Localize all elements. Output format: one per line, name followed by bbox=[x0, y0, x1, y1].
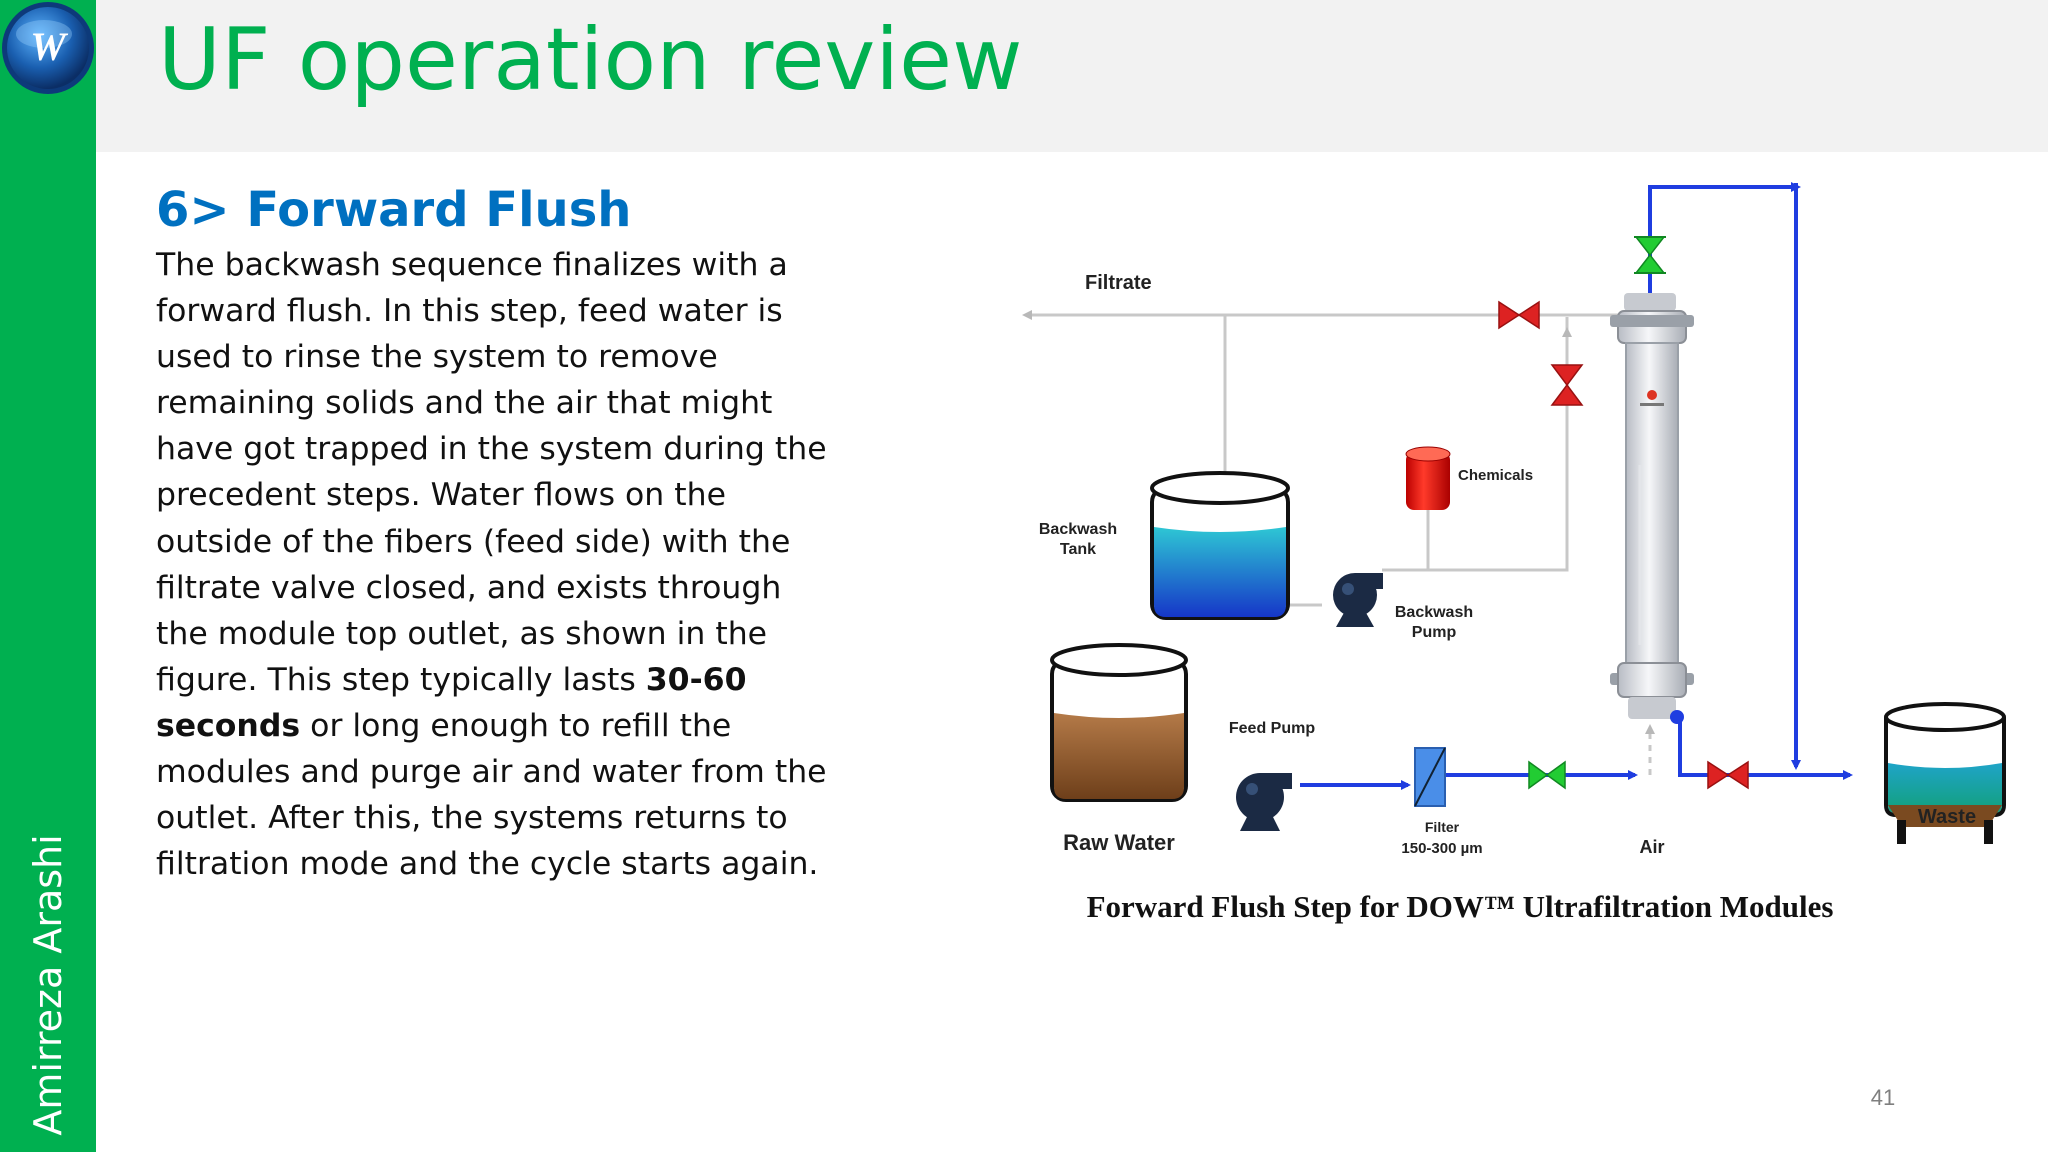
raw-water-label: Raw Water bbox=[1063, 830, 1175, 855]
valve-filtrate-closed bbox=[1498, 300, 1540, 330]
section-body: The backwash sequence finalizes with a f… bbox=[156, 242, 836, 887]
left-sidebar bbox=[0, 0, 96, 1152]
waste-vessel bbox=[1886, 621, 2004, 713]
backwash-tank-label-1: Backwash bbox=[1039, 521, 1117, 538]
title-band bbox=[96, 0, 2048, 152]
filter-label-2: 150-300 µm bbox=[1401, 840, 1482, 857]
chemicals-label: Chemicals bbox=[1458, 467, 1533, 484]
valve-module-top-open bbox=[1634, 236, 1666, 274]
feed-pump-icon bbox=[1236, 773, 1292, 831]
valve-backwash-closed bbox=[1550, 364, 1584, 406]
company-logo: W bbox=[2, 2, 94, 94]
body-text-part2: or long enough to refill the modules and… bbox=[156, 707, 827, 883]
waste-label: Waste bbox=[1918, 806, 1976, 828]
backwash-tank-label-2: Tank bbox=[1060, 541, 1096, 558]
filtrate-label: Filtrate bbox=[1085, 272, 1152, 294]
raw-water-tank bbox=[1050, 643, 1188, 802]
forward-flush-diagram: Filtrate Backwash Tank Backwash Pump Che… bbox=[1022, 182, 2006, 924]
waste-tank-graphic bbox=[1884, 702, 2006, 844]
forward-flush-flow-path bbox=[1300, 182, 1853, 790]
body-text-part1: The backwash sequence finalizes with a f… bbox=[156, 247, 827, 698]
diagram-caption: Forward Flush Step for DOW™ Ultrafiltrat… bbox=[1087, 889, 1834, 924]
valve-feed-open bbox=[1528, 760, 1566, 790]
air-label: Air bbox=[1639, 837, 1664, 857]
backwash-tank bbox=[1150, 471, 1290, 620]
backwash-pump-icon bbox=[1333, 573, 1383, 627]
backwash-pump-label-1: Backwash bbox=[1395, 604, 1473, 621]
slide-title: UF operation review bbox=[158, 10, 1023, 110]
author-name: Amirreza Arashi bbox=[26, 834, 70, 1136]
valve-drain-closed bbox=[1707, 760, 1749, 790]
uf-membrane-module bbox=[1610, 293, 1694, 724]
logo-letter: W bbox=[30, 24, 68, 69]
section-heading: 6> Forward Flush bbox=[156, 182, 632, 238]
page-number: 41 bbox=[1870, 1085, 1896, 1110]
filter-label-1: Filter bbox=[1425, 819, 1460, 835]
cartridge-filter bbox=[1414, 747, 1446, 807]
chemicals-container bbox=[1405, 446, 1451, 510]
backwash-pump-label-2: Pump bbox=[1412, 624, 1457, 641]
body-text-duration: 30-60 seconds bbox=[156, 661, 747, 744]
feed-pump-label: Feed Pump bbox=[1229, 720, 1315, 737]
